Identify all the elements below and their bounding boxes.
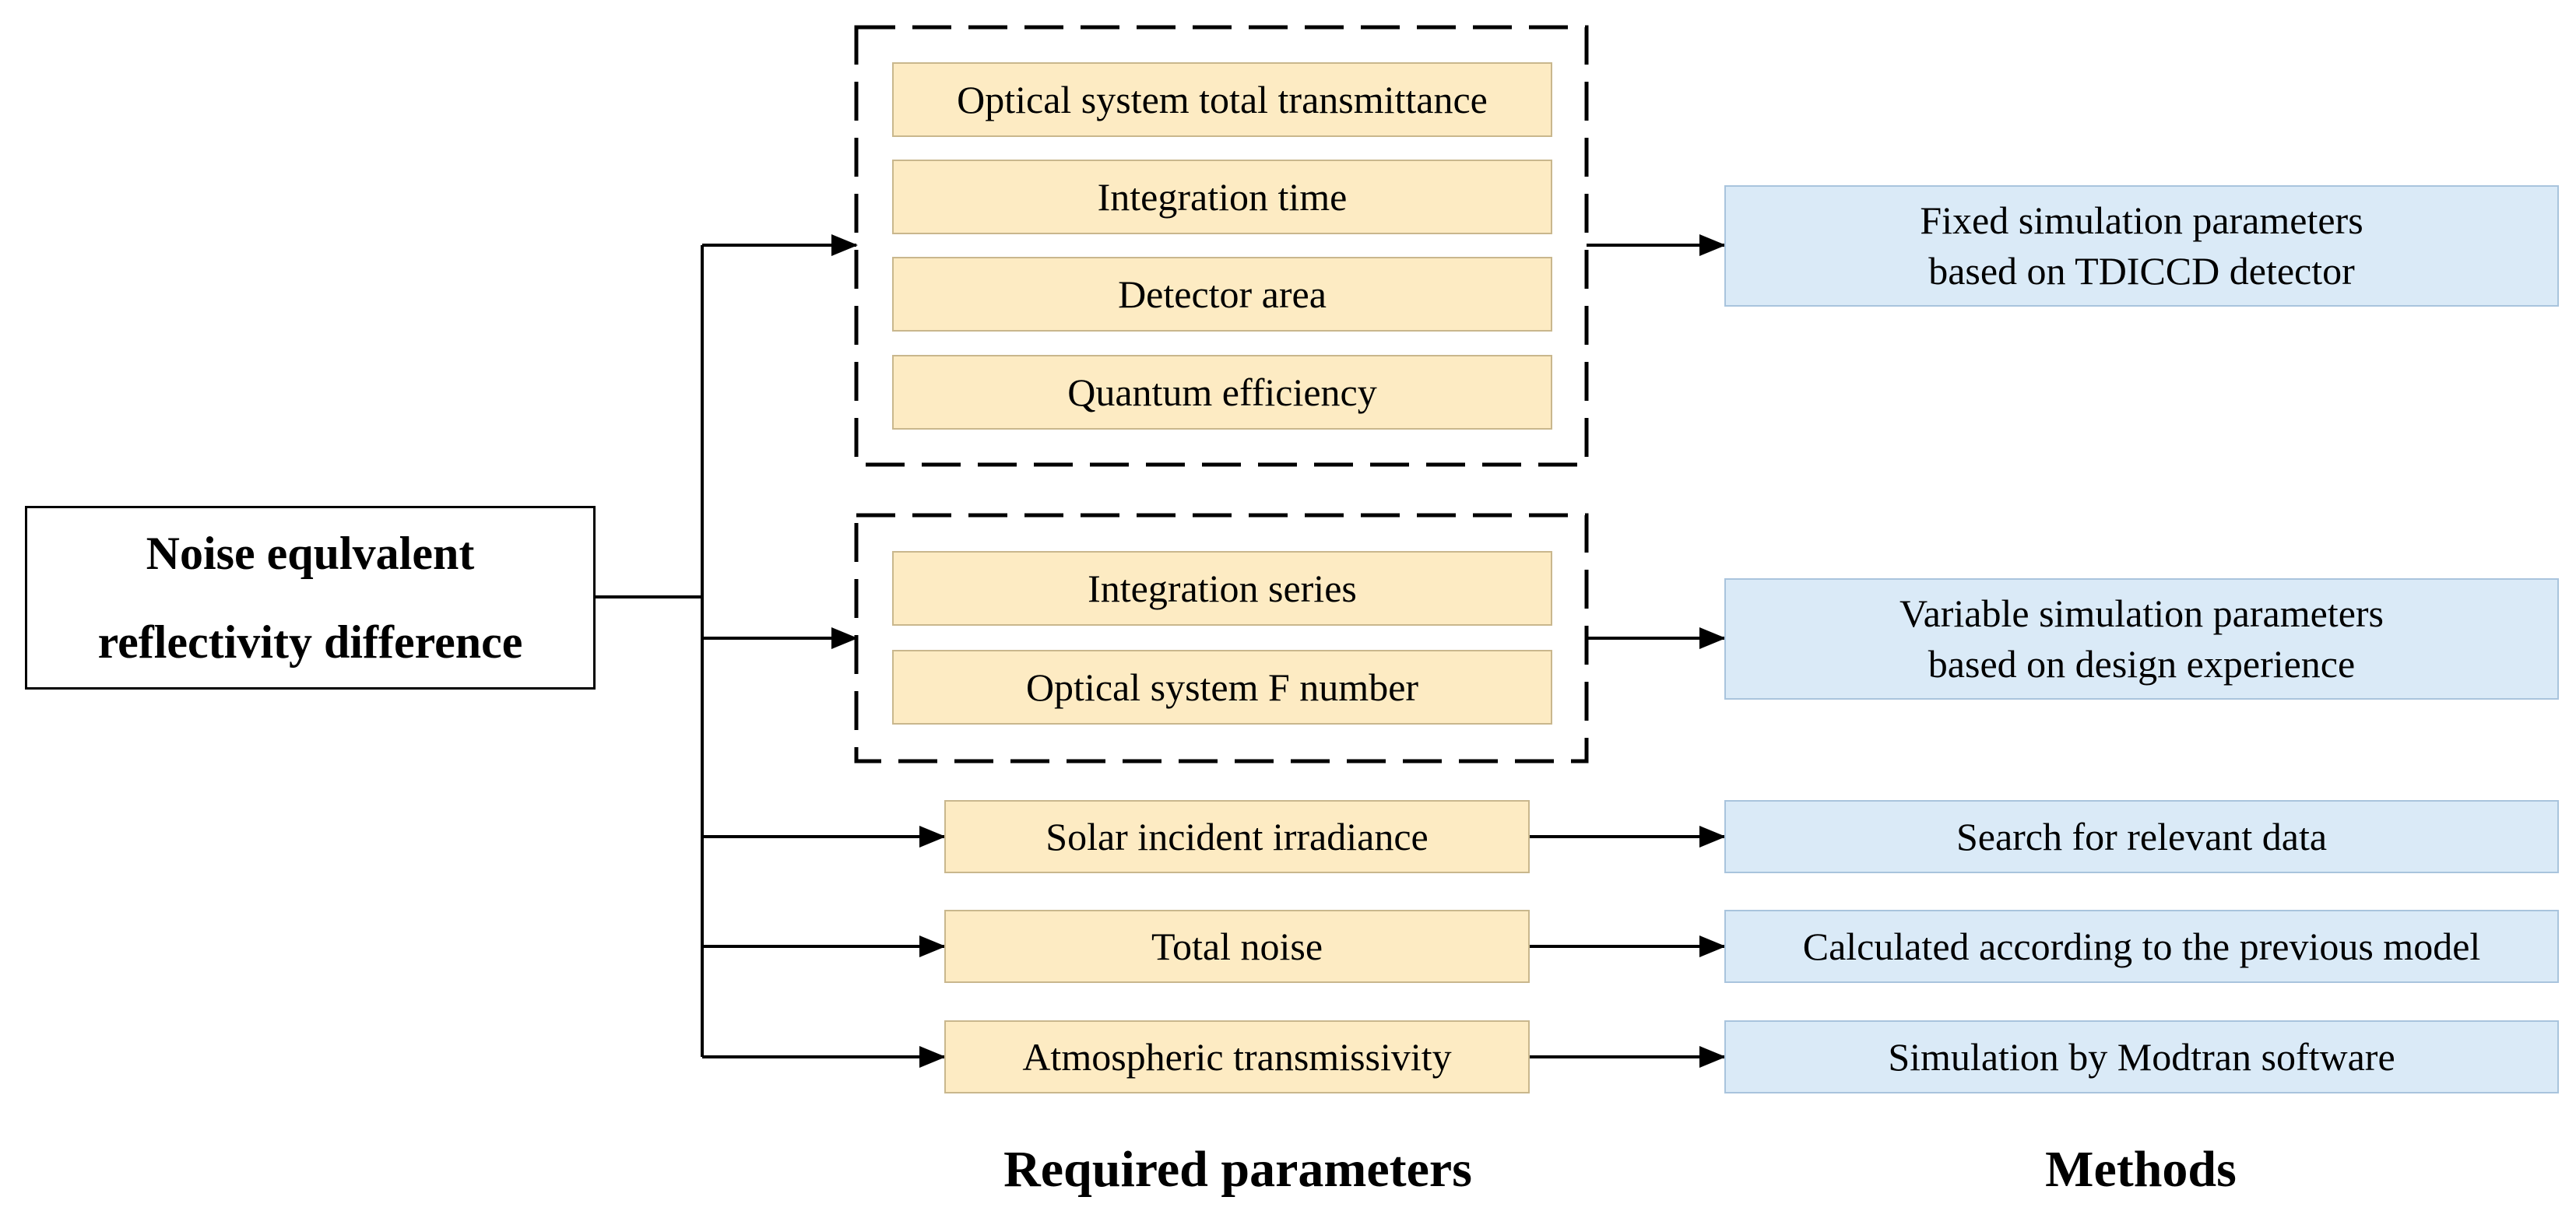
root-node: Noise equlvalent reflectivity difference — [25, 506, 596, 690]
caption-required-parameters: Required parameters — [1003, 1141, 1472, 1198]
method-calculated-previous-model: Calculated according to the previous mod… — [1724, 910, 2559, 983]
param-optical-f-number: Optical system F number — [892, 650, 1552, 725]
param-detector-area: Detector area — [892, 257, 1552, 332]
method-fixed-simulation: Fixed simulation parameters based on TDI… — [1724, 185, 2559, 307]
method-modtran-simulation: Simulation by Modtran software — [1724, 1020, 2559, 1093]
method-variable-simulation: Variable simulation parameters based on … — [1724, 578, 2559, 700]
param-integration-time: Integration time — [892, 160, 1552, 234]
method-search-relevant-data: Search for relevant data — [1724, 800, 2559, 873]
param-optical-total-transmittance: Optical system total transmittance — [892, 62, 1552, 137]
param-solar-incident-irradiance: Solar incident irradiance — [944, 800, 1530, 873]
param-integration-series: Integration series — [892, 551, 1552, 626]
param-total-noise: Total noise — [944, 910, 1530, 983]
param-quantum-efficiency: Quantum efficiency — [892, 355, 1552, 430]
fixed-group-border — [854, 25, 1589, 467]
param-atmospheric-transmissivity: Atmospheric transmissivity — [944, 1020, 1530, 1093]
caption-methods: Methods — [2045, 1141, 2237, 1198]
